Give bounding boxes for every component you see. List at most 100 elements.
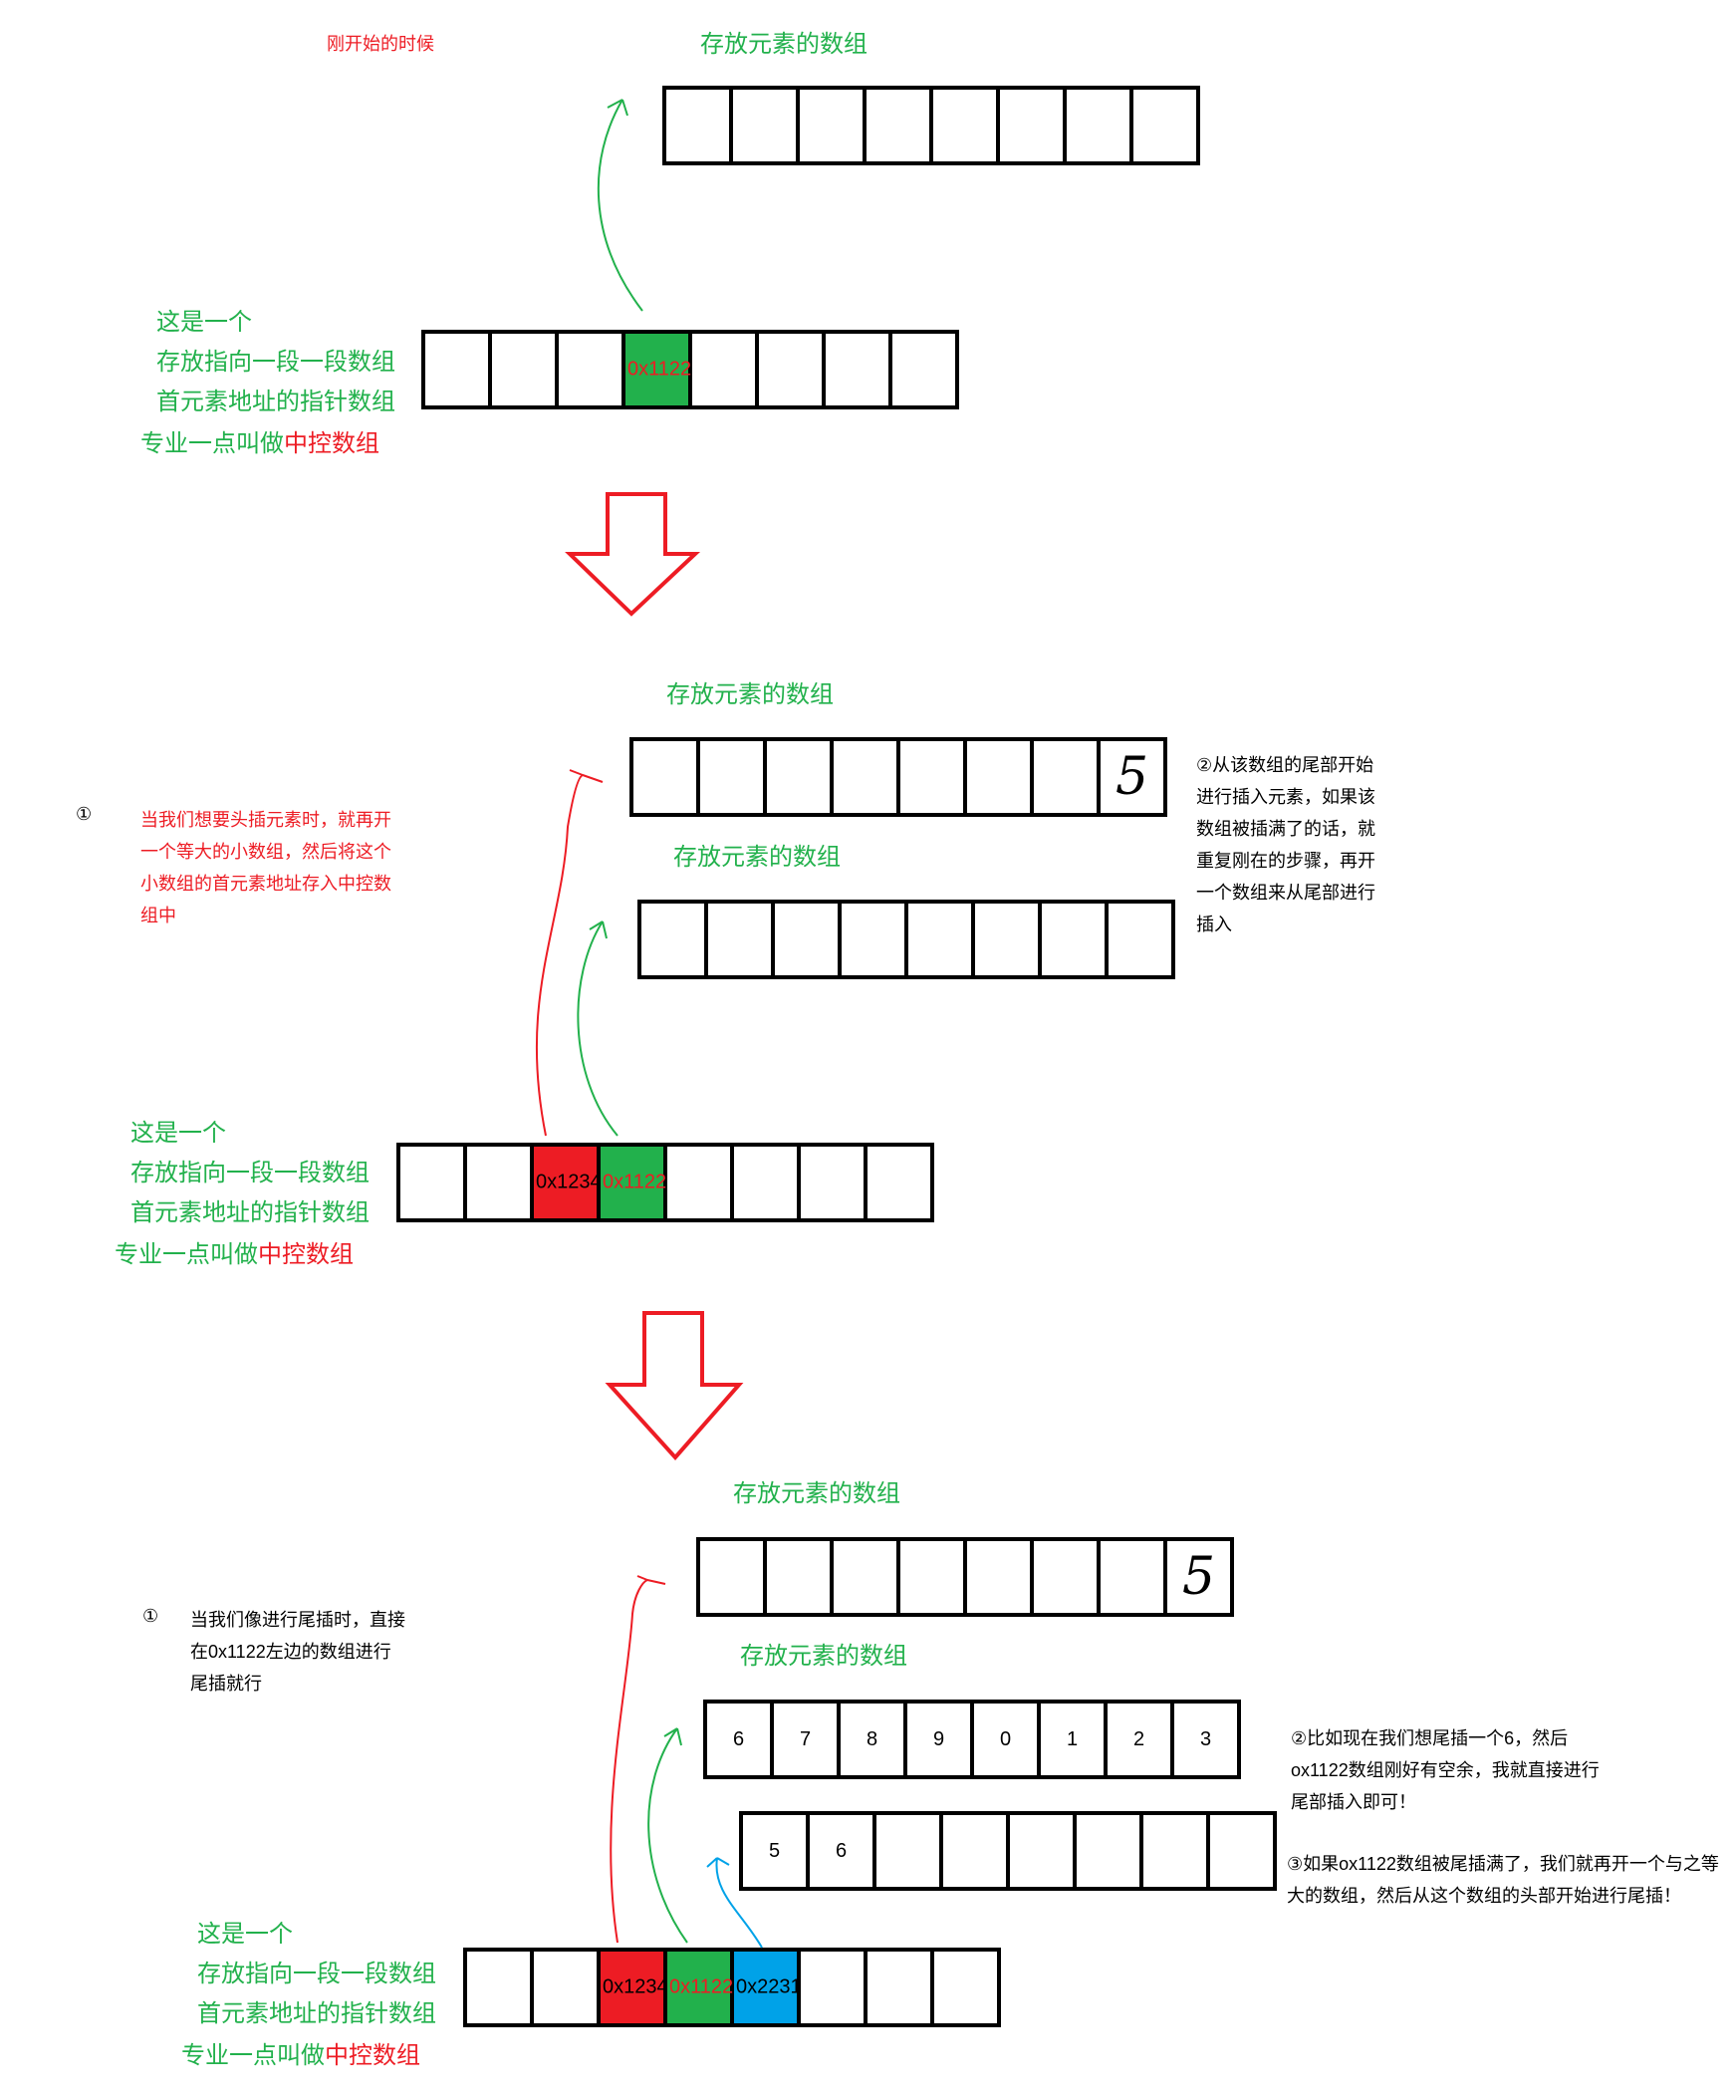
- stage2-new-element-array: [637, 900, 1175, 979]
- array-cell: [908, 904, 975, 975]
- array-cell: [975, 904, 1042, 975]
- stage3-note2: ②比如现在我们想尾插一个6，然后 ox1122数组刚好有空余，我就直接进行 尾部…: [1291, 1722, 1600, 1818]
- array-cell: [900, 1541, 967, 1613]
- array-cell: [775, 904, 842, 975]
- note-line: ②从该数组的尾部开始: [1196, 755, 1374, 775]
- note-line: 一个数组来从尾部进行: [1196, 883, 1375, 903]
- pointer-address: 0x1122: [669, 1975, 734, 1998]
- note-line: 一个等大的小数组，然后将这个: [140, 842, 391, 862]
- note-line: 大的数组，然后从这个数组的头部开始进行尾插！: [1287, 1886, 1681, 1906]
- stage3-note1-marker: ①: [142, 1606, 159, 1626]
- control-cell: [801, 1147, 868, 1218]
- pointer-address: 0x2231: [736, 1975, 802, 1998]
- down-arrow-1: [565, 492, 701, 617]
- array-cell: [666, 90, 733, 161]
- stage2-note2: ②从该数组的尾部开始 进行插入元素，如果该 数组被插满了的话，就 重复刚在的步骤…: [1196, 749, 1375, 940]
- array-cell: [708, 904, 775, 975]
- control-cell: [425, 334, 492, 405]
- control-cell-pointer: 0x1122: [667, 1952, 734, 2023]
- stage2-note1: 当我们想要头插元素时，就再开 一个等大的小数组，然后将这个 小数组的首元素地址存…: [140, 804, 391, 931]
- note-line: ③如果ox1122数组被尾插满了，我们就再开一个与之等: [1287, 1854, 1719, 1874]
- array-cell: [943, 1815, 1010, 1887]
- stage2-control-label-line1: 这是一个: [130, 1120, 226, 1147]
- note-line: ox1122数组刚好有空余，我就直接进行: [1291, 1760, 1600, 1780]
- stage2-note1-marker: ①: [76, 804, 93, 824]
- note-line: 当我们想要头插元素时，就再开: [140, 810, 391, 830]
- control-cell: [801, 1952, 868, 2023]
- array-cell: [700, 741, 767, 813]
- stage3-control-label-line1: 这是一个: [197, 1921, 293, 1948]
- cell-value: 9: [932, 1727, 945, 1750]
- pointer-arrow-green: [597, 99, 643, 312]
- stage3-control-label-line3: 首元素地址的指针数组: [197, 2000, 436, 2027]
- array-cell: [900, 741, 967, 813]
- note-line: 当我们像进行尾插时，直接: [190, 1610, 405, 1630]
- array-cell: 7: [774, 1704, 841, 1775]
- control-cell: [734, 1147, 801, 1218]
- cell-value: 2: [1132, 1727, 1145, 1750]
- cell-value: 8: [866, 1727, 878, 1750]
- pointer-address: 0x1234: [536, 1171, 602, 1193]
- pointer-address: 0x1122: [627, 358, 692, 381]
- note-line: ②比如现在我们想尾插一个6，然后: [1291, 1728, 1569, 1748]
- array-cell: [733, 90, 800, 161]
- array-cell: [1067, 90, 1133, 161]
- array-cell: [1010, 1815, 1077, 1887]
- stage3-element-array-label-top: 存放元素的数组: [733, 1480, 900, 1507]
- note-line: 小数组的首元素地址存入中控数: [140, 874, 391, 894]
- array-cell: 5: [1167, 1541, 1230, 1613]
- stage1-element-array-label: 存放元素的数组: [700, 31, 868, 58]
- note-line: 尾插就行: [190, 1674, 262, 1694]
- stage3-control-label-line4: 专业一点叫做中控数组: [181, 2036, 420, 2076]
- array-cell: [967, 1541, 1034, 1613]
- cell-value: 6: [732, 1727, 745, 1750]
- note-line: 组中: [140, 906, 176, 925]
- pointer-address: 0x1122: [603, 1171, 667, 1193]
- pointer-arrow-red: [535, 769, 604, 1137]
- array-cell: 0: [974, 1704, 1041, 1775]
- control-label-prefix: 专业一点叫做: [181, 2042, 325, 2069]
- array-cell: [933, 90, 1000, 161]
- array-cell: [842, 904, 908, 975]
- control-cell: [467, 1952, 534, 2023]
- control-cell: [559, 334, 625, 405]
- array-cell: 1: [1041, 1704, 1108, 1775]
- note-line: 重复刚在的步骤，再开: [1196, 851, 1375, 871]
- array-cell: 5: [1101, 741, 1163, 813]
- stage2-element-array-label-top: 存放元素的数组: [666, 681, 834, 708]
- cell-value: 6: [835, 1839, 848, 1862]
- stage2-control-label-line2: 存放指向一段一段数组: [130, 1160, 370, 1186]
- handwritten-value: 5: [1115, 747, 1149, 807]
- control-cell-pointer: 0x2231: [734, 1952, 802, 2023]
- stage1-element-array: [662, 86, 1200, 165]
- array-cell: 8: [841, 1704, 907, 1775]
- note-line: 在0x1122左边的数组进行: [190, 1642, 391, 1662]
- control-cell: [467, 1147, 534, 1218]
- control-cell: [692, 334, 759, 405]
- stage1-control-label-line4: 专业一点叫做中控数组: [140, 424, 379, 464]
- control-cell-pointer: 0x1234: [601, 1952, 668, 2023]
- array-cell: [867, 90, 933, 161]
- array-cell: [633, 741, 700, 813]
- control-cell: [400, 1147, 467, 1218]
- control-label-highlight: 中控数组: [258, 1241, 354, 1268]
- pointer-arrow-blue: [706, 1857, 763, 1949]
- cell-value: 1: [1066, 1727, 1079, 1750]
- array-cell: 6: [707, 1704, 774, 1775]
- stage2-control-label-line4: 专业一点叫做中控数组: [115, 1235, 354, 1275]
- control-label-prefix: 专业一点叫做: [140, 430, 284, 457]
- array-cell: [834, 741, 900, 813]
- cell-value: 7: [799, 1727, 812, 1750]
- stage1-control-array: 0x1122: [421, 330, 959, 409]
- stage3-element-array-label-mid: 存放元素的数组: [740, 1643, 907, 1670]
- array-cell: 3: [1174, 1704, 1237, 1775]
- note-line: 数组被插满了的话，就: [1196, 819, 1375, 839]
- stage3-note1: 当我们像进行尾插时，直接 在0x1122左边的数组进行 尾插就行: [190, 1604, 405, 1700]
- control-label-highlight: 中控数组: [284, 430, 379, 457]
- array-cell: 6: [810, 1815, 876, 1887]
- stage3-control-array: 0x1234 0x1122 0x2231: [463, 1948, 1001, 2027]
- array-cell: [876, 1815, 943, 1887]
- cell-value: 0: [999, 1727, 1012, 1750]
- stage2-top-element-array: 5: [629, 737, 1167, 817]
